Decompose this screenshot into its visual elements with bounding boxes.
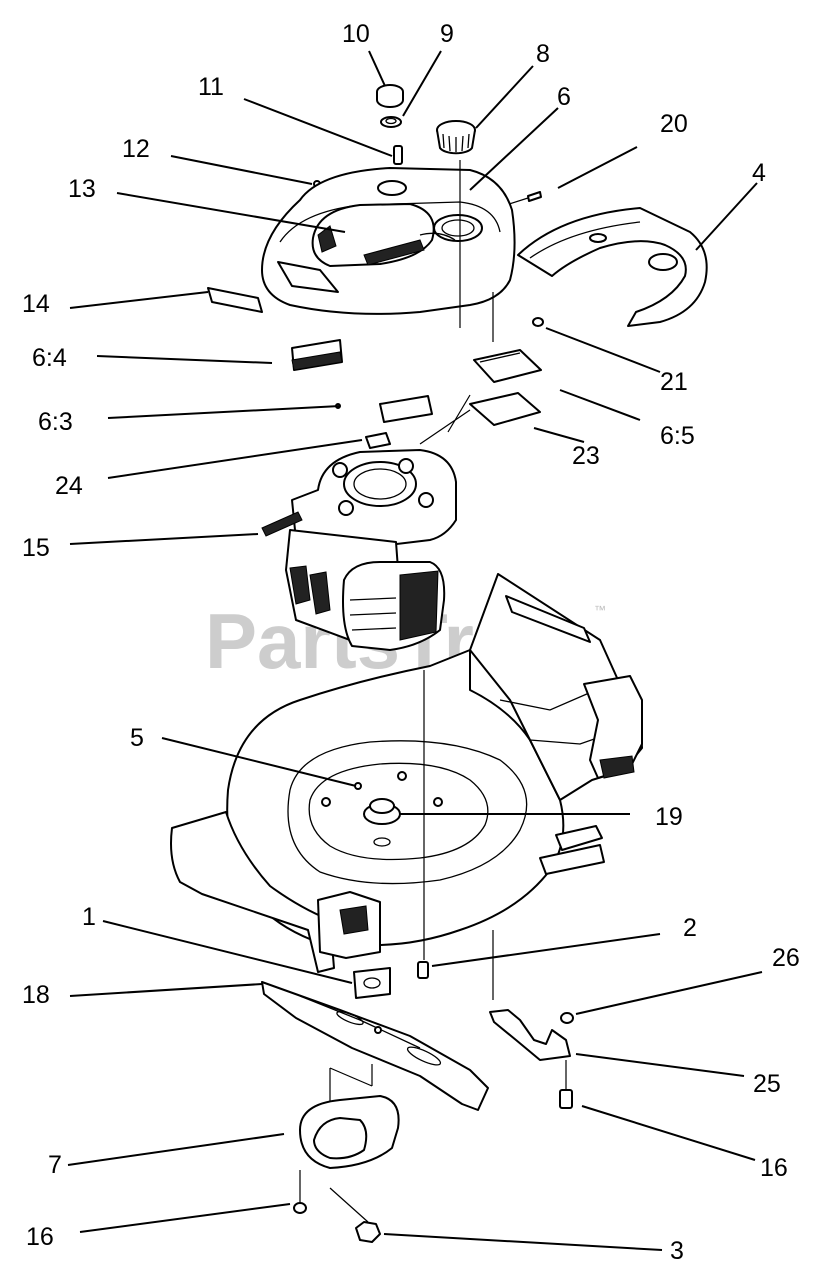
callout-4: 4	[752, 159, 766, 187]
callout-20: 20	[660, 110, 688, 138]
part-11-pin	[393, 145, 403, 165]
part-10-cap	[376, 84, 404, 108]
callout-labels: 10 9 8 6 11 12 13 20 4 14 6:4 21 6:3 6:5…	[22, 20, 800, 1265]
part-1-blade-adapter	[353, 967, 391, 999]
part-21-nut	[532, 317, 544, 327]
part-26-nut	[560, 1012, 574, 1024]
callout-19: 19	[655, 803, 683, 831]
callout-9: 9	[440, 20, 454, 48]
callout-16-left: 16	[26, 1223, 54, 1251]
part-3-nut	[329, 1187, 381, 1243]
callout-23: 23	[572, 442, 600, 470]
callout-1: 1	[82, 903, 96, 931]
leader-lines	[67, 50, 763, 1251]
callout-11: 11	[198, 73, 224, 101]
part-6-4-decal	[291, 339, 343, 371]
callout-14: 14	[22, 290, 50, 318]
part-23-plate	[469, 392, 541, 426]
callout-5: 5	[130, 724, 144, 752]
part-9-grommet	[380, 116, 402, 128]
part-4-rear-cover	[517, 207, 708, 327]
part-16-bolt-right	[559, 1060, 573, 1109]
callout-25: 25	[753, 1070, 781, 1098]
watermark-trademark: ™	[594, 603, 606, 617]
callout-24: 24	[55, 472, 83, 500]
callout-13: 13	[68, 175, 96, 203]
part-25-bracket	[489, 1009, 571, 1061]
callout-6-5: 6:5	[660, 422, 695, 450]
callout-21: 21	[660, 368, 688, 396]
part-8-fuel-cap	[436, 120, 476, 155]
callout-26: 26	[772, 944, 800, 972]
callout-3: 3	[670, 1237, 684, 1265]
callout-12: 12	[122, 135, 150, 163]
callout-10: 10	[342, 20, 370, 48]
callout-16-right: 16	[760, 1154, 788, 1182]
callout-15: 15	[22, 534, 50, 562]
callout-6-4: 6:4	[32, 344, 67, 372]
callout-6-3: 6:3	[38, 408, 73, 436]
callout-2: 2	[683, 914, 697, 942]
part-24-spacer	[365, 432, 391, 449]
part-7-baffle	[299, 1095, 400, 1169]
part-16-bolt-left	[293, 1170, 307, 1214]
callout-7: 7	[48, 1151, 62, 1179]
callout-8: 8	[536, 40, 550, 68]
mower-deck	[170, 573, 643, 973]
callout-18: 18	[22, 981, 50, 1009]
part-2-bolt	[417, 961, 429, 979]
part-6-engine-shroud	[261, 167, 516, 315]
part-6-3-decal	[379, 395, 433, 423]
callout-6: 6	[557, 83, 571, 111]
part-15-engine	[261, 449, 457, 651]
part-6-5-plate	[473, 349, 542, 383]
part-14-decal	[207, 287, 263, 313]
part-18-blade	[261, 981, 489, 1111]
